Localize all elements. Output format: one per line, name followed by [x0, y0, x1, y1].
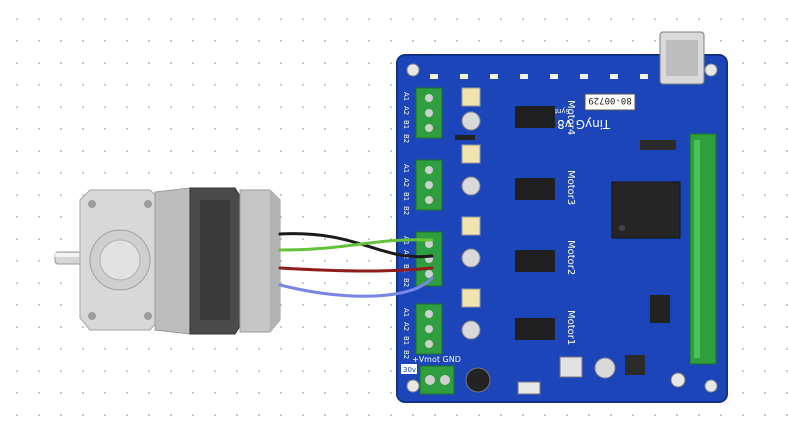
pin-label-b2: B2	[402, 206, 410, 215]
wire-black	[278, 232, 434, 259]
pin-label-b2: B2	[402, 350, 410, 359]
stepper-motor	[54, 187, 281, 335]
board-name: TinyG v8	[557, 117, 611, 131]
pin-label-b2: B2	[402, 134, 410, 143]
terminal-block-motor1	[415, 303, 443, 355]
serial-number: 80-00729	[588, 95, 631, 105]
motor-label-1: Motor1	[565, 310, 576, 345]
motor-driver-2	[461, 216, 555, 272]
motor-wires	[278, 232, 434, 298]
pin-label-b1: B1	[402, 336, 410, 345]
serial-sticker: 80-00729	[584, 93, 636, 111]
motor-driver-3	[461, 144, 555, 200]
motor-label-2: Motor2	[565, 240, 576, 275]
pin-label-b1: B1	[402, 120, 410, 129]
right-terminal-strip	[689, 133, 717, 365]
wire-green	[278, 238, 434, 252]
terminal-block-motor4	[415, 87, 443, 139]
tinyg-board: 80-00729 TinyG v8 Synthetos.com Motor4	[396, 31, 728, 403]
pin-label-a1: A1	[402, 308, 410, 317]
pin-label-a1: A1	[402, 92, 410, 101]
voltage-label: 30v	[403, 366, 416, 374]
power-header-label: +Vmot GND	[412, 355, 461, 364]
pin-label-b1: B1	[402, 192, 410, 201]
pin-label-b2: B2	[402, 278, 410, 287]
terminal-block-motor3	[415, 159, 443, 211]
wire-blue	[278, 276, 434, 298]
pin-label-a2: A2	[402, 106, 410, 115]
motor-driver-1	[461, 288, 555, 340]
status-leds	[430, 74, 648, 79]
pin-label-a1: A1	[402, 164, 410, 173]
pin-label-a2: A2	[402, 322, 410, 331]
wire-red	[278, 266, 434, 273]
motor-driver-4	[455, 87, 555, 140]
motor-label-3: Motor3	[565, 170, 576, 205]
pin-label-a2: A2	[402, 178, 410, 187]
microcontroller	[611, 181, 681, 239]
motor-label-4: Motor4	[565, 100, 576, 135]
power-terminal	[419, 365, 455, 395]
